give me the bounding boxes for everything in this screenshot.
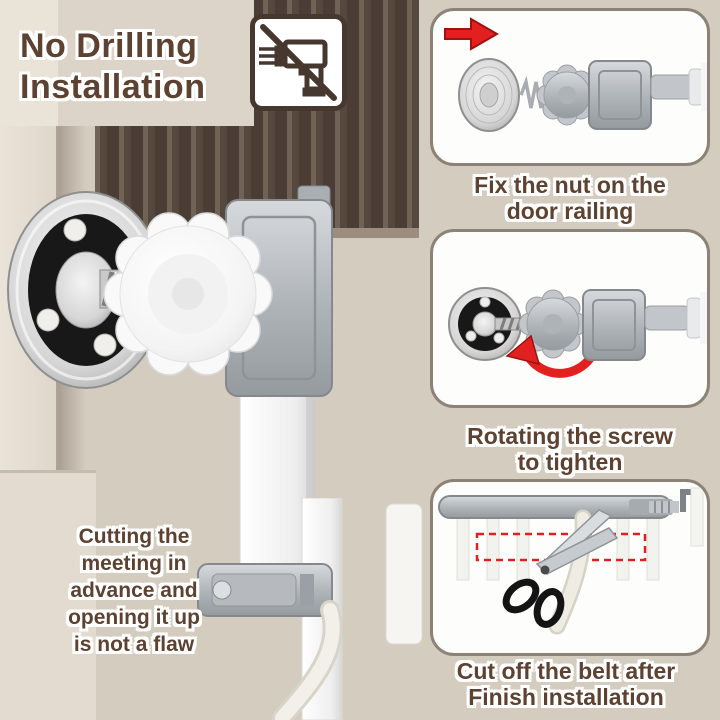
no-drill-icon [250,14,347,111]
disc-small [448,287,522,361]
step2-panel [430,229,710,408]
rail-small [644,292,707,344]
latch-housing [197,563,333,617]
note-text: Cutting the meeting in advance and openi… [68,525,200,656]
knob-small [518,289,588,359]
bracket-small [588,60,652,130]
step3-illustration [438,487,704,635]
disc-small [458,58,520,132]
gate-bars [456,515,660,581]
red-arrow-right-icon [444,17,500,51]
step2-caption: Rotating the screw to tighten [467,423,673,476]
step2-illustration [448,287,707,378]
step3-panel [430,479,710,656]
step3-caption: Cut off the belt after Finish installati… [456,658,676,711]
title-background [0,0,254,126]
step1-caption: Fix the nut on the door railing [474,172,666,225]
knob-small [536,64,598,126]
main-hardware-illustration [7,185,333,580]
page-title: No Drilling Installation [20,27,206,106]
drill-glyph [259,24,337,101]
step1-illustration [444,17,707,132]
belt-strap [272,600,343,720]
gate-top-bar [438,487,704,547]
gate-bar-right [385,503,423,645]
step1-panel [430,8,710,166]
bracket-small [582,289,646,361]
lower-wall [0,470,96,720]
scissors-icon [502,509,619,628]
white-knob [103,212,273,376]
rail-small [650,63,707,111]
latch-belt-illustration [197,498,423,720]
